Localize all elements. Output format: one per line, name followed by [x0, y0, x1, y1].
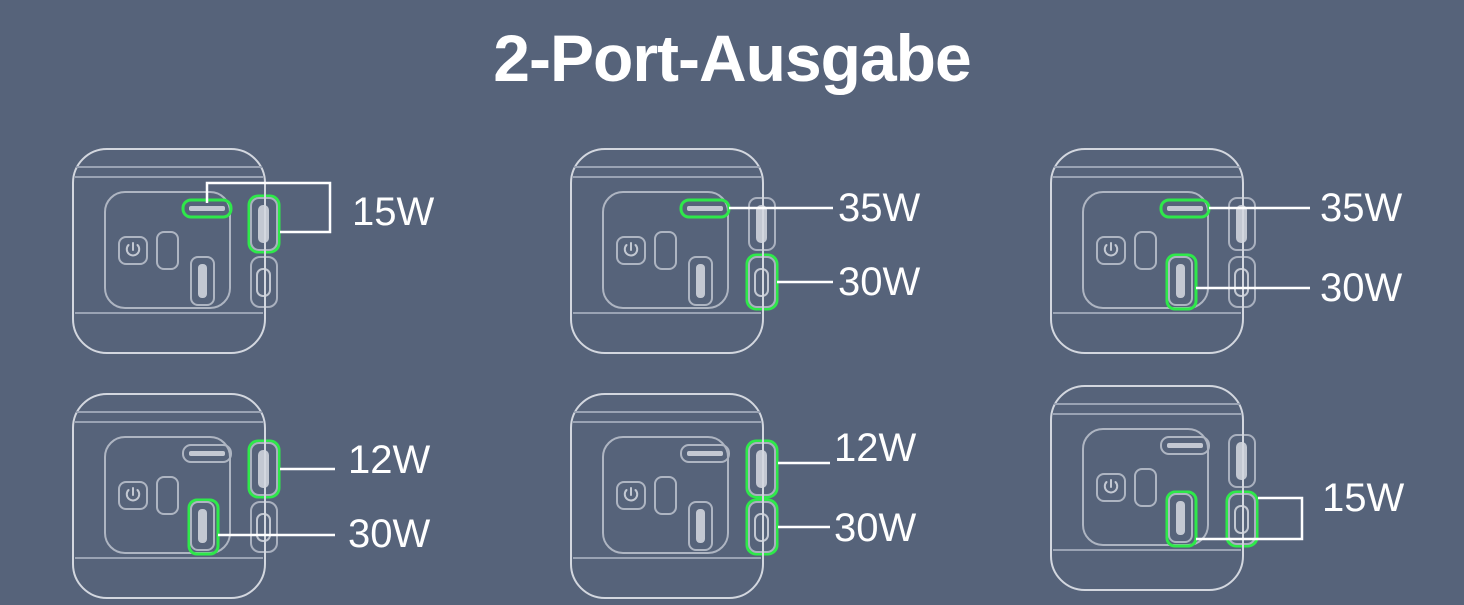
page-title: 2-Port-Ausgabe [493, 21, 971, 95]
device-4-diagram [70, 390, 360, 605]
device-4-power-button [118, 481, 148, 510]
device-3-usb-a-port [1165, 253, 1198, 311]
device-5-leader-lines [778, 461, 830, 529]
device-6-led-strip [1160, 436, 1210, 455]
device-4-leader-lines [218, 467, 335, 537]
device-6-diagram [1048, 382, 1348, 597]
device-1-diagram [70, 145, 360, 360]
device-4-small-slot [156, 476, 179, 515]
device-5-power-button [616, 481, 646, 510]
device-4-body [72, 393, 266, 599]
device-2-power-button [616, 236, 646, 265]
device-5-panel [602, 436, 729, 554]
device-6-small-slot [1134, 468, 1157, 507]
device-2-small-slot [654, 231, 677, 270]
device-2-panel [602, 191, 729, 309]
device-2-label-35w: 35W [838, 186, 921, 230]
device-1-small-slot [156, 231, 179, 270]
device-3-panel [1082, 191, 1209, 309]
device-2-diagram [568, 145, 858, 360]
device-2-label-30w: 30W [838, 260, 921, 304]
device-3-led-strip [1159, 198, 1211, 219]
device-5-label-30w: 30W [834, 506, 917, 550]
device-2-body [570, 148, 764, 354]
device-3-leader-lines [1196, 206, 1310, 290]
device-1-body [72, 148, 266, 354]
device-1-panel [104, 191, 231, 309]
device-1-leader-bracket [205, 181, 332, 234]
device-4-panel [104, 436, 231, 554]
device-3-label-30w: 30W [1320, 266, 1403, 310]
device-4-led-strip [182, 444, 232, 463]
device-3-power-button [1096, 236, 1126, 265]
device-6-label-15w: 15W [1322, 476, 1405, 520]
device-2-usb-a-port [688, 256, 713, 306]
device-6-panel [1082, 428, 1209, 546]
device-5-body [570, 393, 764, 599]
device-1-usb-a-port [190, 256, 215, 306]
device-3-small-slot [1134, 231, 1157, 270]
device-4-label-12w: 12W [348, 438, 431, 482]
device-6-usb-a-port [1165, 490, 1198, 548]
device-6-body [1050, 385, 1244, 591]
device-5-diagram [568, 390, 858, 605]
device-2-led-strip [679, 198, 731, 219]
device-5-small-slot [654, 476, 677, 515]
device-6-leader-bracket [1196, 496, 1304, 541]
device-3-body [1050, 148, 1244, 354]
device-5-label-12w: 12W [834, 426, 917, 470]
device-5-led-strip [680, 444, 730, 463]
device-2-leader-lines [729, 206, 833, 284]
device-5-usb-a-port [688, 501, 713, 551]
device-3-label-35w: 35W [1320, 186, 1403, 230]
device-3-diagram [1048, 145, 1338, 360]
device-1-label-15w: 15W [352, 190, 435, 234]
device-6-power-button [1096, 473, 1126, 502]
device-4-usb-a-port [187, 498, 220, 556]
device-4-label-30w: 30W [348, 512, 431, 556]
device-1-power-button [118, 236, 148, 265]
